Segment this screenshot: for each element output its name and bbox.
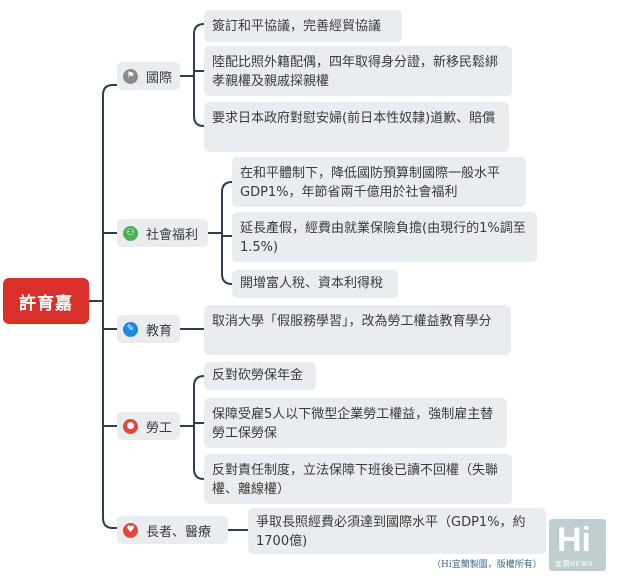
hi-news-logo: Hi 宜蘭NEWS: [549, 519, 606, 571]
branch-labor: ● 勞工: [117, 412, 180, 440]
leaf-node: 保障受雇5人以下微型企業勞工權益，強制雇主替勞工保勞保: [204, 398, 507, 448]
branch-label: 教育: [146, 323, 173, 339]
branch-education: ✎ 教育: [117, 315, 180, 343]
branch-label: 長者、醫療: [146, 524, 212, 540]
pencil-icon: ✎: [123, 321, 138, 337]
branch-label: 勞工: [146, 420, 173, 436]
branch-elderly-medical: ♥ 長者、醫療: [117, 516, 228, 544]
leaf-node: 在和平體制下，降低國防預算制國際一般水平GDP1%，年節省兩千億用於社會福利: [232, 157, 526, 207]
logo-subtext: 宜蘭NEWS: [555, 561, 593, 568]
root-spine: [102, 84, 114, 529]
root-node: 許育嘉: [3, 278, 89, 324]
leaf-node: 反對責任制度，立法保障下班後已讀不回權（失聯權、離線權）: [204, 454, 512, 504]
leaf-node: 要求日本政府對慰安婦(前日本性奴隸)道歉、賠償: [204, 102, 509, 152]
leaf-node: 反對砍勞保年金: [204, 362, 316, 390]
branch-4-spine: [193, 375, 205, 480]
leaf-node: 爭取長照經費必須達到國際水平（GDP1%，約1700億): [248, 508, 546, 554]
branch-social-welfare: ⚇ 社會福利: [117, 219, 208, 247]
leaf-node: 陸配比照外籍配偶，四年取得身分證，新移民鬆綁孝親權及親戚探親權: [204, 46, 512, 96]
branch-2-spine: [221, 181, 233, 285]
branch-label: 國際: [146, 70, 173, 86]
people-icon: ⚇: [123, 225, 138, 241]
flag-icon: ⚑: [123, 68, 138, 84]
branch-international: ⚑ 國際: [117, 62, 180, 90]
leaf-node: 開增富人稅、資本利得稅: [232, 270, 398, 298]
heart-icon: ♥: [123, 522, 138, 538]
leaf-node: 簽訂和平協議，完善經貿協議: [204, 10, 402, 42]
leaf-node: 延長產假，經費由就業保險負擔(由現行的1%調至1.5%): [232, 212, 537, 262]
copyright-credit: （Hi宜蘭製圖，版權所有）: [432, 560, 542, 570]
branch-label: 社會福利: [146, 227, 199, 243]
worker-icon: ●: [123, 418, 138, 434]
leaf-node: 取消大學「假服務學習」，改為勞工權益教育學分: [204, 305, 511, 355]
logo-text: Hi: [557, 521, 591, 559]
branch-1-spine: [193, 23, 205, 127]
